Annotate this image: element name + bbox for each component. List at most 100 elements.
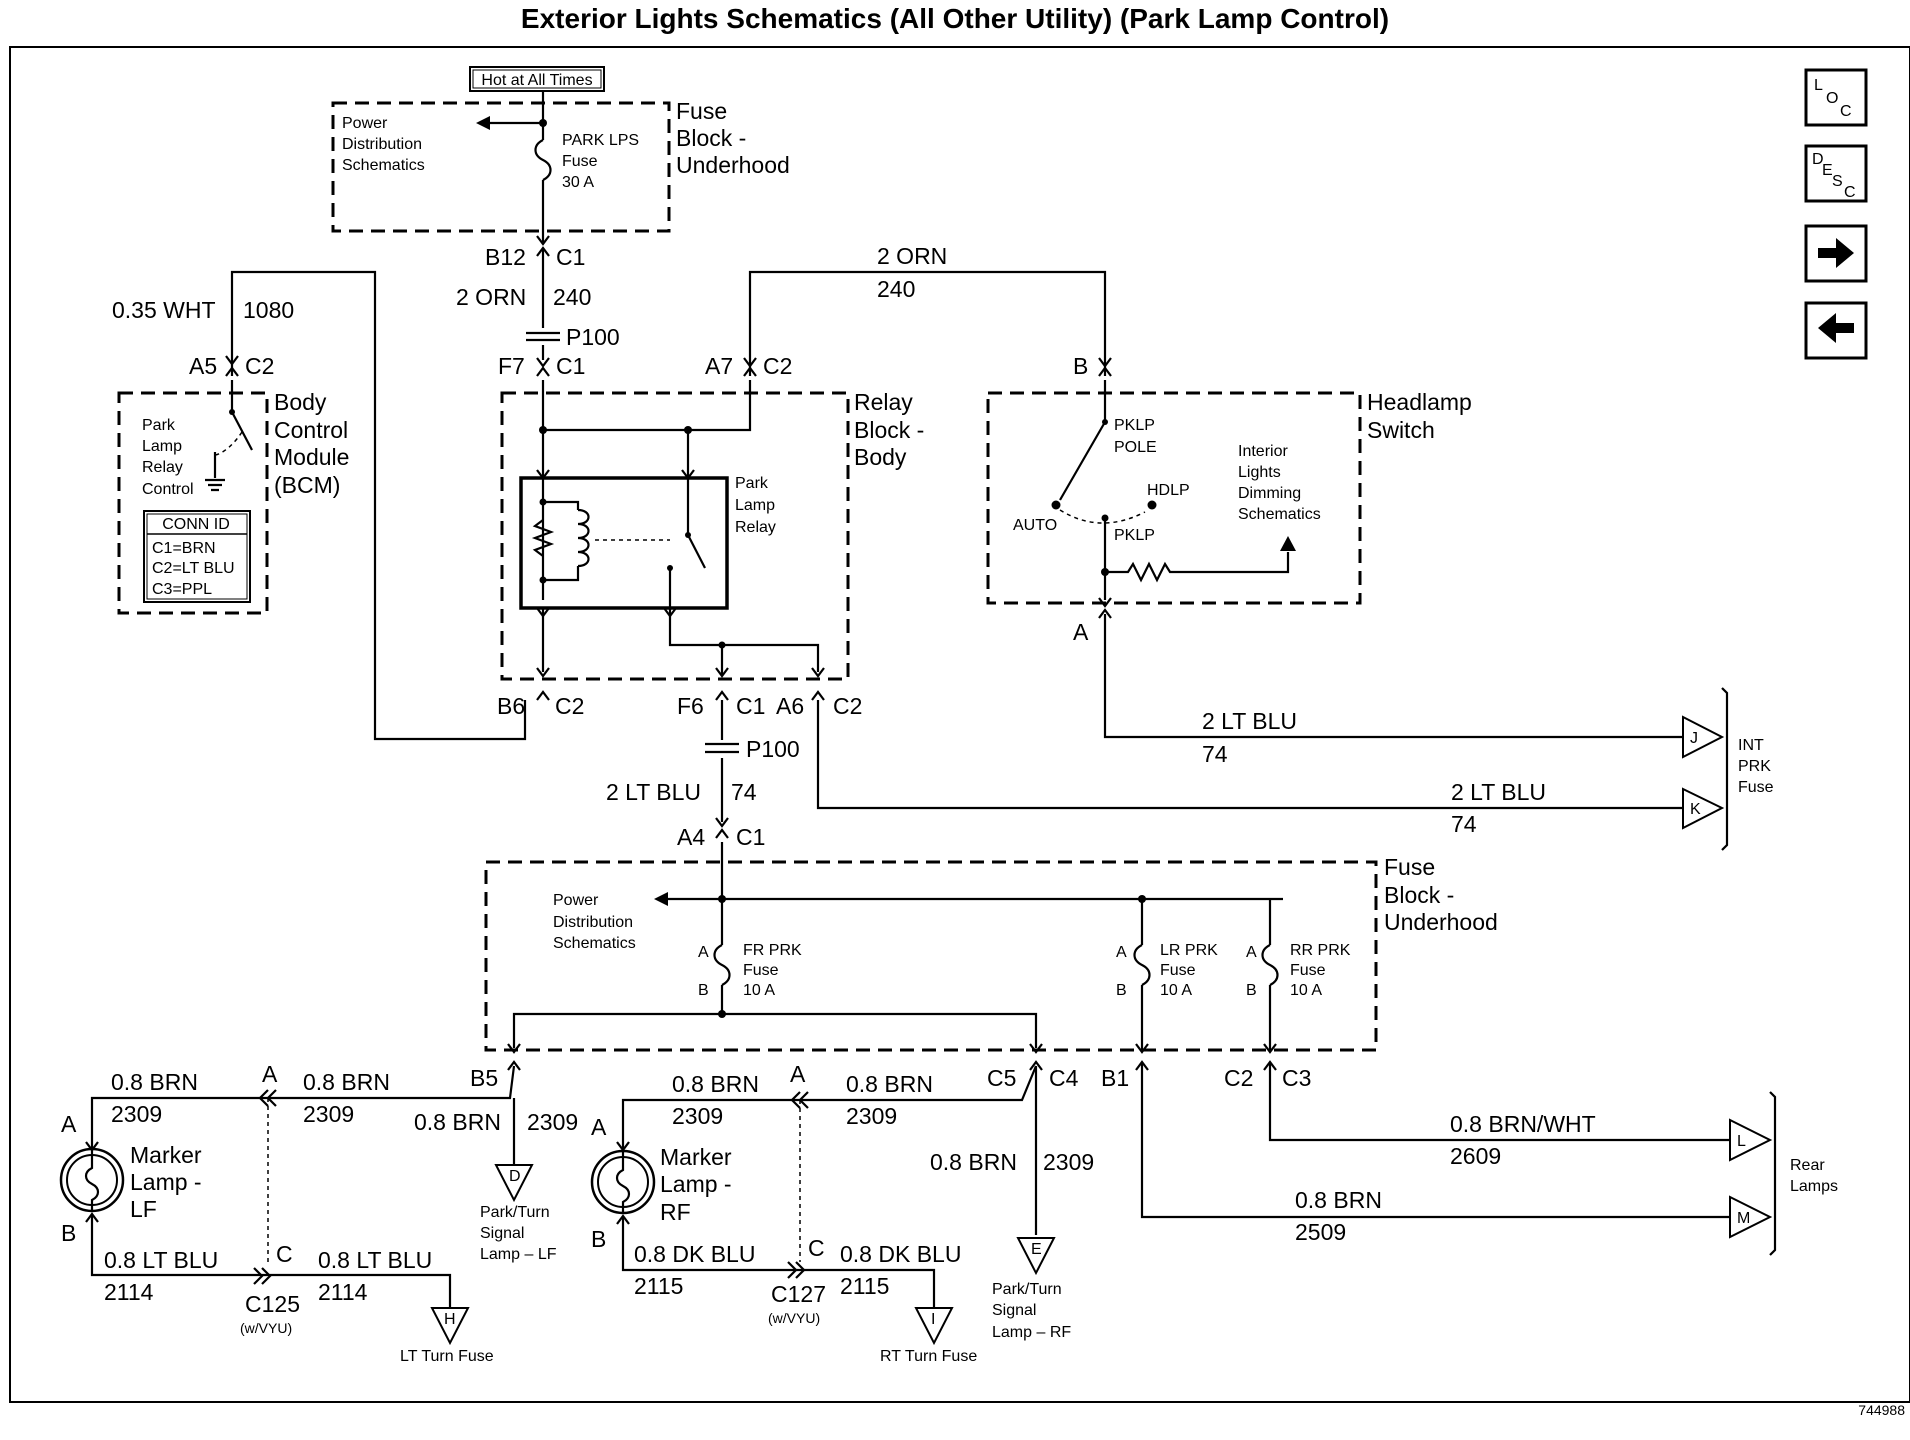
svg-text:LF: LF: [130, 1196, 157, 1222]
svg-text:Rear: Rear: [1790, 1157, 1825, 1174]
fuse-block-underhood-top: [331, 101, 671, 233]
prev-button[interactable]: [1804, 301, 1868, 360]
svg-text:E: E: [1822, 162, 1833, 179]
svg-text:74: 74: [1451, 811, 1477, 837]
svg-text:Fuse: Fuse: [1384, 854, 1435, 880]
svg-text:Fuse: Fuse: [1290, 962, 1326, 979]
hot-at-all-times-label: Hot at All Times: [469, 66, 605, 92]
svg-text:Fuse: Fuse: [562, 153, 598, 170]
svg-text:Lamp: Lamp: [735, 497, 775, 514]
svg-text:A: A: [1073, 619, 1089, 645]
svg-text:B: B: [698, 982, 709, 999]
power-distribution-top-label: Power Distribution Schematics: [342, 115, 425, 174]
svg-text:A6: A6: [776, 693, 804, 719]
svg-text:A: A: [698, 944, 709, 961]
park-lamp-relay: [519, 476, 729, 610]
relay-block-body: [500, 391, 850, 681]
svg-text:B: B: [61, 1220, 76, 1246]
svg-text:0.8 BRN: 0.8 BRN: [414, 1109, 501, 1135]
loc-button[interactable]: L O C: [1804, 68, 1868, 127]
figure-id: 744988: [1858, 1402, 1905, 1418]
svg-text:Schematics: Schematics: [342, 157, 425, 174]
svg-text:(w/VYU): (w/VYU): [240, 1320, 292, 1336]
svg-text:Signal: Signal: [992, 1302, 1036, 1319]
fuse-block-underhood-top-label: Fuse Block - Underhood: [676, 98, 790, 178]
relay-block-label: Relay Block - Body: [854, 389, 924, 470]
svg-text:C2: C2: [245, 353, 274, 379]
svg-text:0.8 BRN: 0.8 BRN: [930, 1149, 1017, 1175]
svg-text:D: D: [509, 1168, 521, 1185]
svg-text:0.35 WHT: 0.35 WHT: [112, 297, 216, 323]
svg-text:74: 74: [731, 779, 757, 805]
svg-text:H: H: [444, 1311, 456, 1328]
svg-text:RF: RF: [660, 1199, 691, 1225]
svg-text:B6: B6: [497, 693, 525, 719]
wire-240-top: [748, 270, 1107, 376]
arrow-right-icon: [1818, 238, 1854, 268]
power-distribution-bottom-label: Power Distribution Schematics: [553, 892, 636, 952]
svg-text:Fuse: Fuse: [1738, 779, 1774, 796]
svg-text:Interior: Interior: [1238, 443, 1288, 460]
svg-text:M: M: [1737, 1210, 1750, 1227]
svg-text:Switch: Switch: [1367, 417, 1435, 443]
svg-text:FR PRK: FR PRK: [743, 942, 802, 959]
svg-text:Hot at All Times: Hot at All Times: [481, 72, 592, 89]
terminal-m: M: [1729, 1195, 1773, 1239]
svg-text:2115: 2115: [840, 1273, 889, 1299]
lr-prk-fuse-label: LR PRK Fuse 10 A: [1160, 942, 1218, 999]
svg-text:Lamp -: Lamp -: [660, 1171, 732, 1197]
svg-text:C2: C2: [555, 693, 584, 719]
svg-text:2509: 2509: [1295, 1219, 1346, 1245]
svg-text:D: D: [1812, 151, 1824, 168]
svg-text:C4: C4: [1049, 1065, 1079, 1091]
desc-button[interactable]: D E S C: [1804, 144, 1868, 203]
interior-dimming-label: Interior Lights Dimming Schematics: [1238, 443, 1321, 523]
svg-text:2309: 2309: [303, 1101, 354, 1127]
svg-text:B: B: [591, 1226, 606, 1252]
svg-text:F7: F7: [498, 353, 525, 379]
svg-text:LR PRK: LR PRK: [1160, 942, 1218, 959]
svg-text:C: C: [276, 1241, 293, 1267]
arrow-left-icon: [1818, 313, 1854, 343]
svg-text:(BCM): (BCM): [274, 472, 340, 498]
svg-text:Block -: Block -: [854, 417, 924, 443]
wire-74-int-prk-j: [1103, 614, 1683, 739]
svg-text:P100: P100: [746, 736, 800, 762]
svg-text:C3=PPL: C3=PPL: [152, 581, 212, 598]
svg-text:2309: 2309: [1043, 1149, 1094, 1175]
svg-text:0.8 LT BLU: 0.8 LT BLU: [318, 1247, 432, 1273]
svg-text:Relay: Relay: [854, 389, 913, 415]
next-button[interactable]: [1804, 224, 1868, 283]
svg-text:Fuse: Fuse: [743, 962, 779, 979]
svg-text:1080: 1080: [243, 297, 294, 323]
svg-text:Block -: Block -: [1384, 882, 1454, 908]
svg-text:I: I: [931, 1311, 935, 1328]
svg-text:A7: A7: [705, 353, 733, 379]
svg-text:Schematics: Schematics: [1238, 506, 1321, 523]
svg-text:0.8 BRN/WHT: 0.8 BRN/WHT: [1450, 1111, 1596, 1137]
svg-text:POLE: POLE: [1114, 439, 1157, 456]
svg-text:0.8 LT BLU: 0.8 LT BLU: [104, 1247, 218, 1273]
svg-text:B5: B5: [470, 1065, 498, 1091]
svg-text:Lights: Lights: [1238, 464, 1281, 481]
svg-text:Signal: Signal: [480, 1225, 524, 1242]
svg-text:Headlamp: Headlamp: [1367, 389, 1472, 415]
svg-text:C5: C5: [987, 1065, 1016, 1091]
svg-text:2114: 2114: [318, 1279, 368, 1305]
svg-text:2 ORN: 2 ORN: [877, 243, 947, 269]
svg-text:Fuse: Fuse: [676, 98, 727, 124]
svg-text:INT: INT: [1738, 737, 1764, 754]
svg-text:B12: B12: [485, 244, 526, 270]
svg-text:0.8 BRN: 0.8 BRN: [846, 1071, 933, 1097]
svg-text:P100: P100: [566, 324, 620, 350]
outer-frame: [9, 46, 1910, 1403]
svg-text:K: K: [1690, 801, 1701, 818]
svg-text:B1: B1: [1101, 1065, 1129, 1091]
svg-text:Park: Park: [735, 475, 769, 492]
svg-text:S: S: [1832, 173, 1843, 190]
svg-text:0.8 BRN: 0.8 BRN: [111, 1069, 198, 1095]
svg-text:Lamp: Lamp: [142, 438, 182, 455]
svg-text:Distribution: Distribution: [553, 914, 633, 931]
svg-text:Lamp – LF: Lamp – LF: [480, 1246, 557, 1263]
svg-text:Power: Power: [342, 115, 388, 132]
